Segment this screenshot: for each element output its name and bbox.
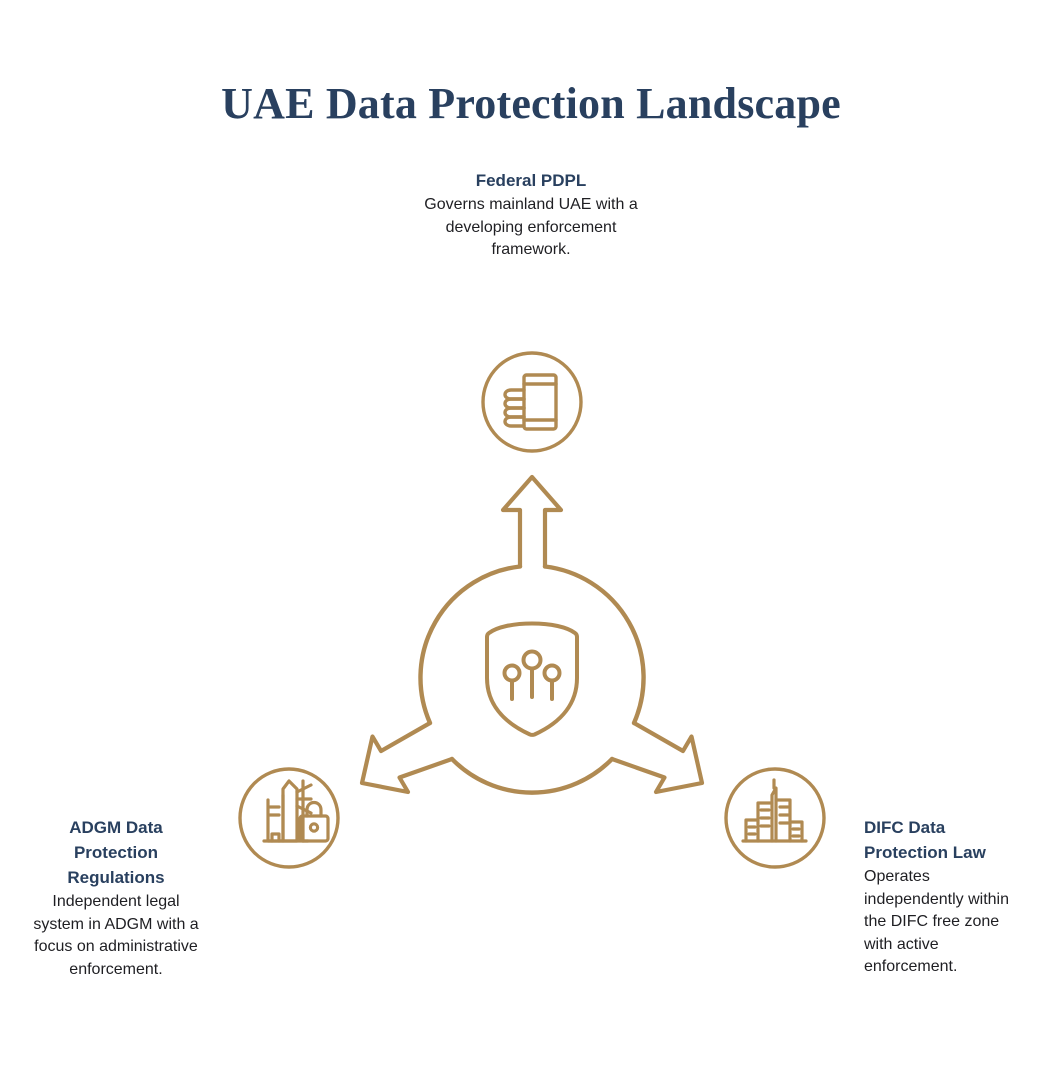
federal-pdpl-heading: Federal PDPL — [475, 171, 587, 190]
node-label-adgm: ADGM Data Protection Regulations Indepen… — [28, 815, 204, 981]
buildings-lock-icon — [262, 779, 330, 843]
data-stack-icon — [503, 373, 558, 431]
node-label-federal-pdpl: Federal PDPL Governs mainland UAE with a… — [411, 168, 651, 262]
node-label-difc: DIFC Data Protection Law Operates indepe… — [864, 815, 1028, 979]
arrow-to-federal-pdpl — [500, 474, 564, 569]
city-skyline-icon — [741, 778, 808, 843]
shield-circuit-icon — [485, 621, 579, 737]
arrow-to-difc — [609, 720, 705, 795]
arrow-to-adgm — [359, 720, 455, 795]
federal-pdpl-body: Governs mainland UAE with a developing e… — [424, 196, 638, 258]
adgm-icon-ring — [238, 767, 340, 869]
difc-heading: DIFC Data Protection Law — [864, 818, 986, 862]
hub-circle — [418, 564, 646, 795]
page-title: UAE Data Protection Landscape — [221, 79, 841, 128]
difc-icon-ring — [724, 767, 826, 869]
difc-body: Operates independently within the DIFC f… — [864, 868, 1009, 975]
federal-pdpl-icon-ring — [481, 351, 583, 453]
adgm-heading: ADGM Data Protection Regulations — [67, 818, 165, 887]
adgm-body: Independent legal system in ADGM with a … — [33, 893, 199, 978]
